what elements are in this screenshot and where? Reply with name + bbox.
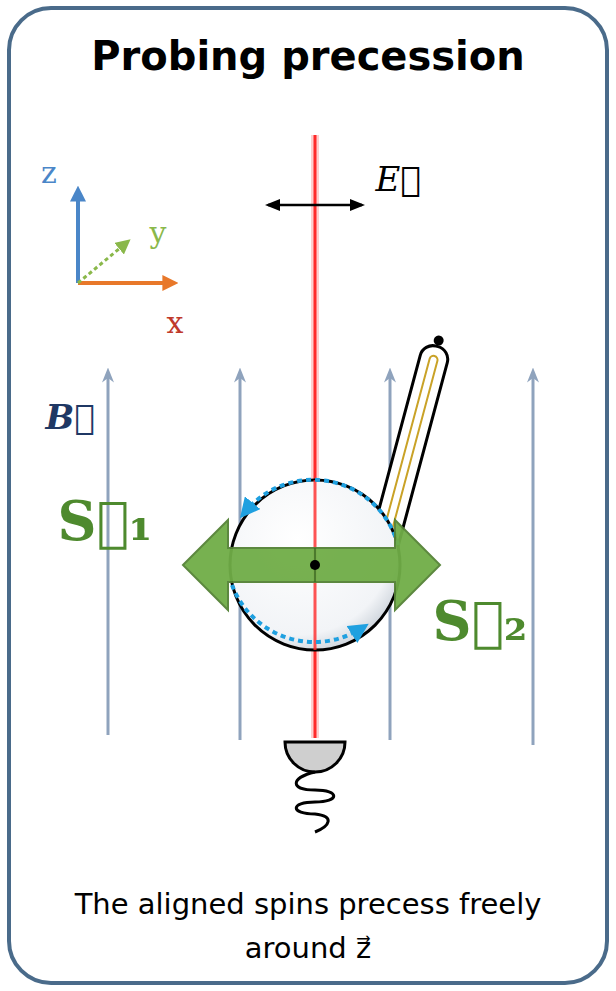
- photodetector: [285, 742, 345, 832]
- axis-label: y: [150, 216, 167, 249]
- field-lines: [108, 375, 533, 745]
- panel-border: [9, 8, 607, 983]
- axes: [78, 192, 172, 283]
- axis-label: x: [167, 306, 184, 339]
- field-label: E⃗: [375, 161, 420, 198]
- panel-title: Probing precession: [91, 34, 525, 78]
- panel-caption: The aligned spins precess freely around …: [58, 883, 558, 970]
- axis-label: z: [41, 156, 57, 189]
- spin-arrow: [183, 520, 440, 610]
- polarization-arrow: [268, 204, 362, 207]
- field-label: B⃗: [45, 399, 94, 436]
- spin-label: S⃗₂: [432, 592, 527, 651]
- vapor-cell: [230, 332, 453, 650]
- laser-beam: [315, 135, 316, 738]
- spin-label: S⃗₁: [57, 492, 152, 551]
